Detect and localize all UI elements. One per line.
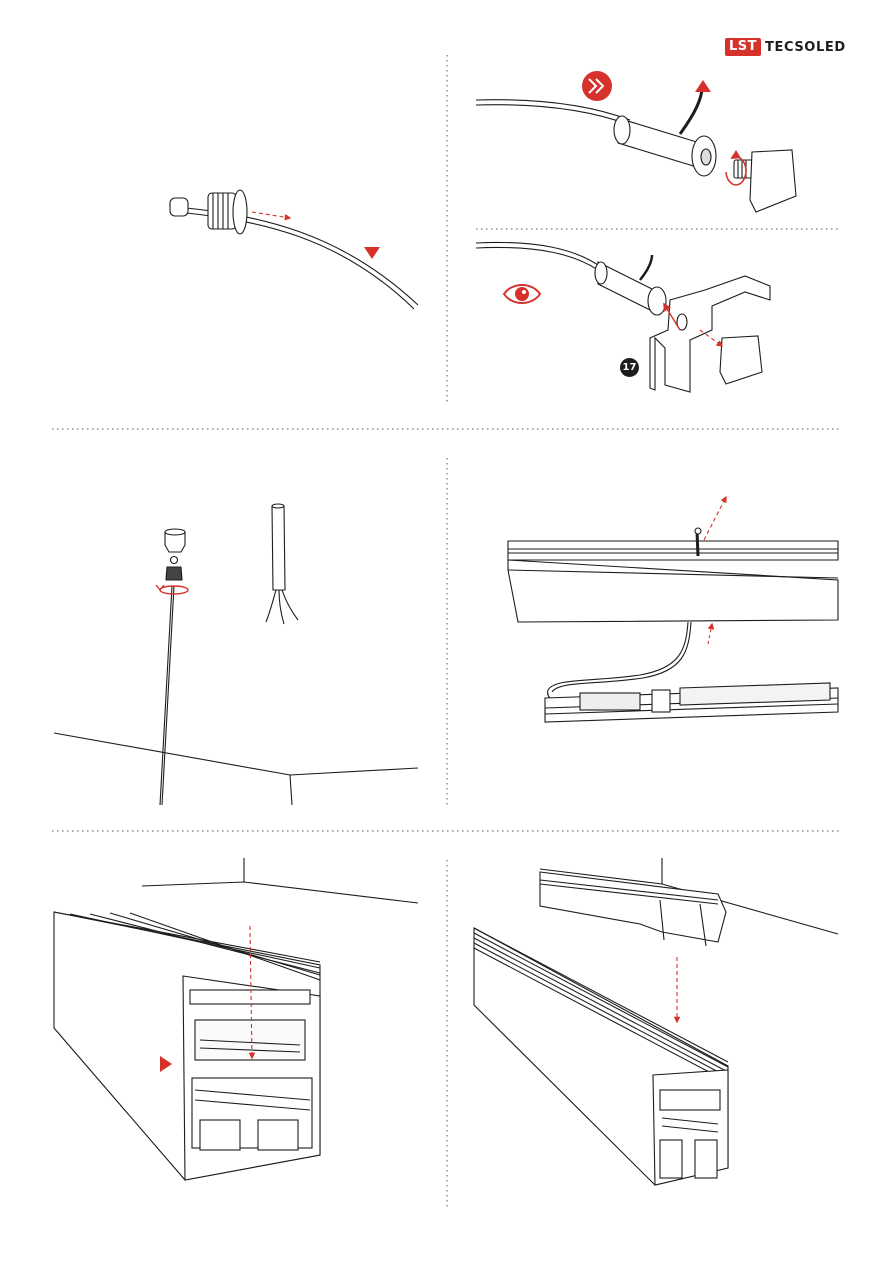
panel-profile-insert-left: [54, 858, 418, 1180]
panel-cylinder-screw: [476, 90, 796, 212]
eye-icon: [504, 285, 540, 303]
double-chevron-icon: [582, 71, 612, 101]
triangle-up-icon: [695, 80, 711, 92]
triangle-down-icon: [364, 247, 380, 259]
panel-profile-cover-right: [474, 858, 838, 1185]
panel-cable-gripper: [170, 190, 418, 309]
panel-profile-driver: [508, 497, 838, 722]
panel-ceiling-suspension: [54, 504, 418, 805]
step-number-badge: 17: [620, 358, 639, 377]
